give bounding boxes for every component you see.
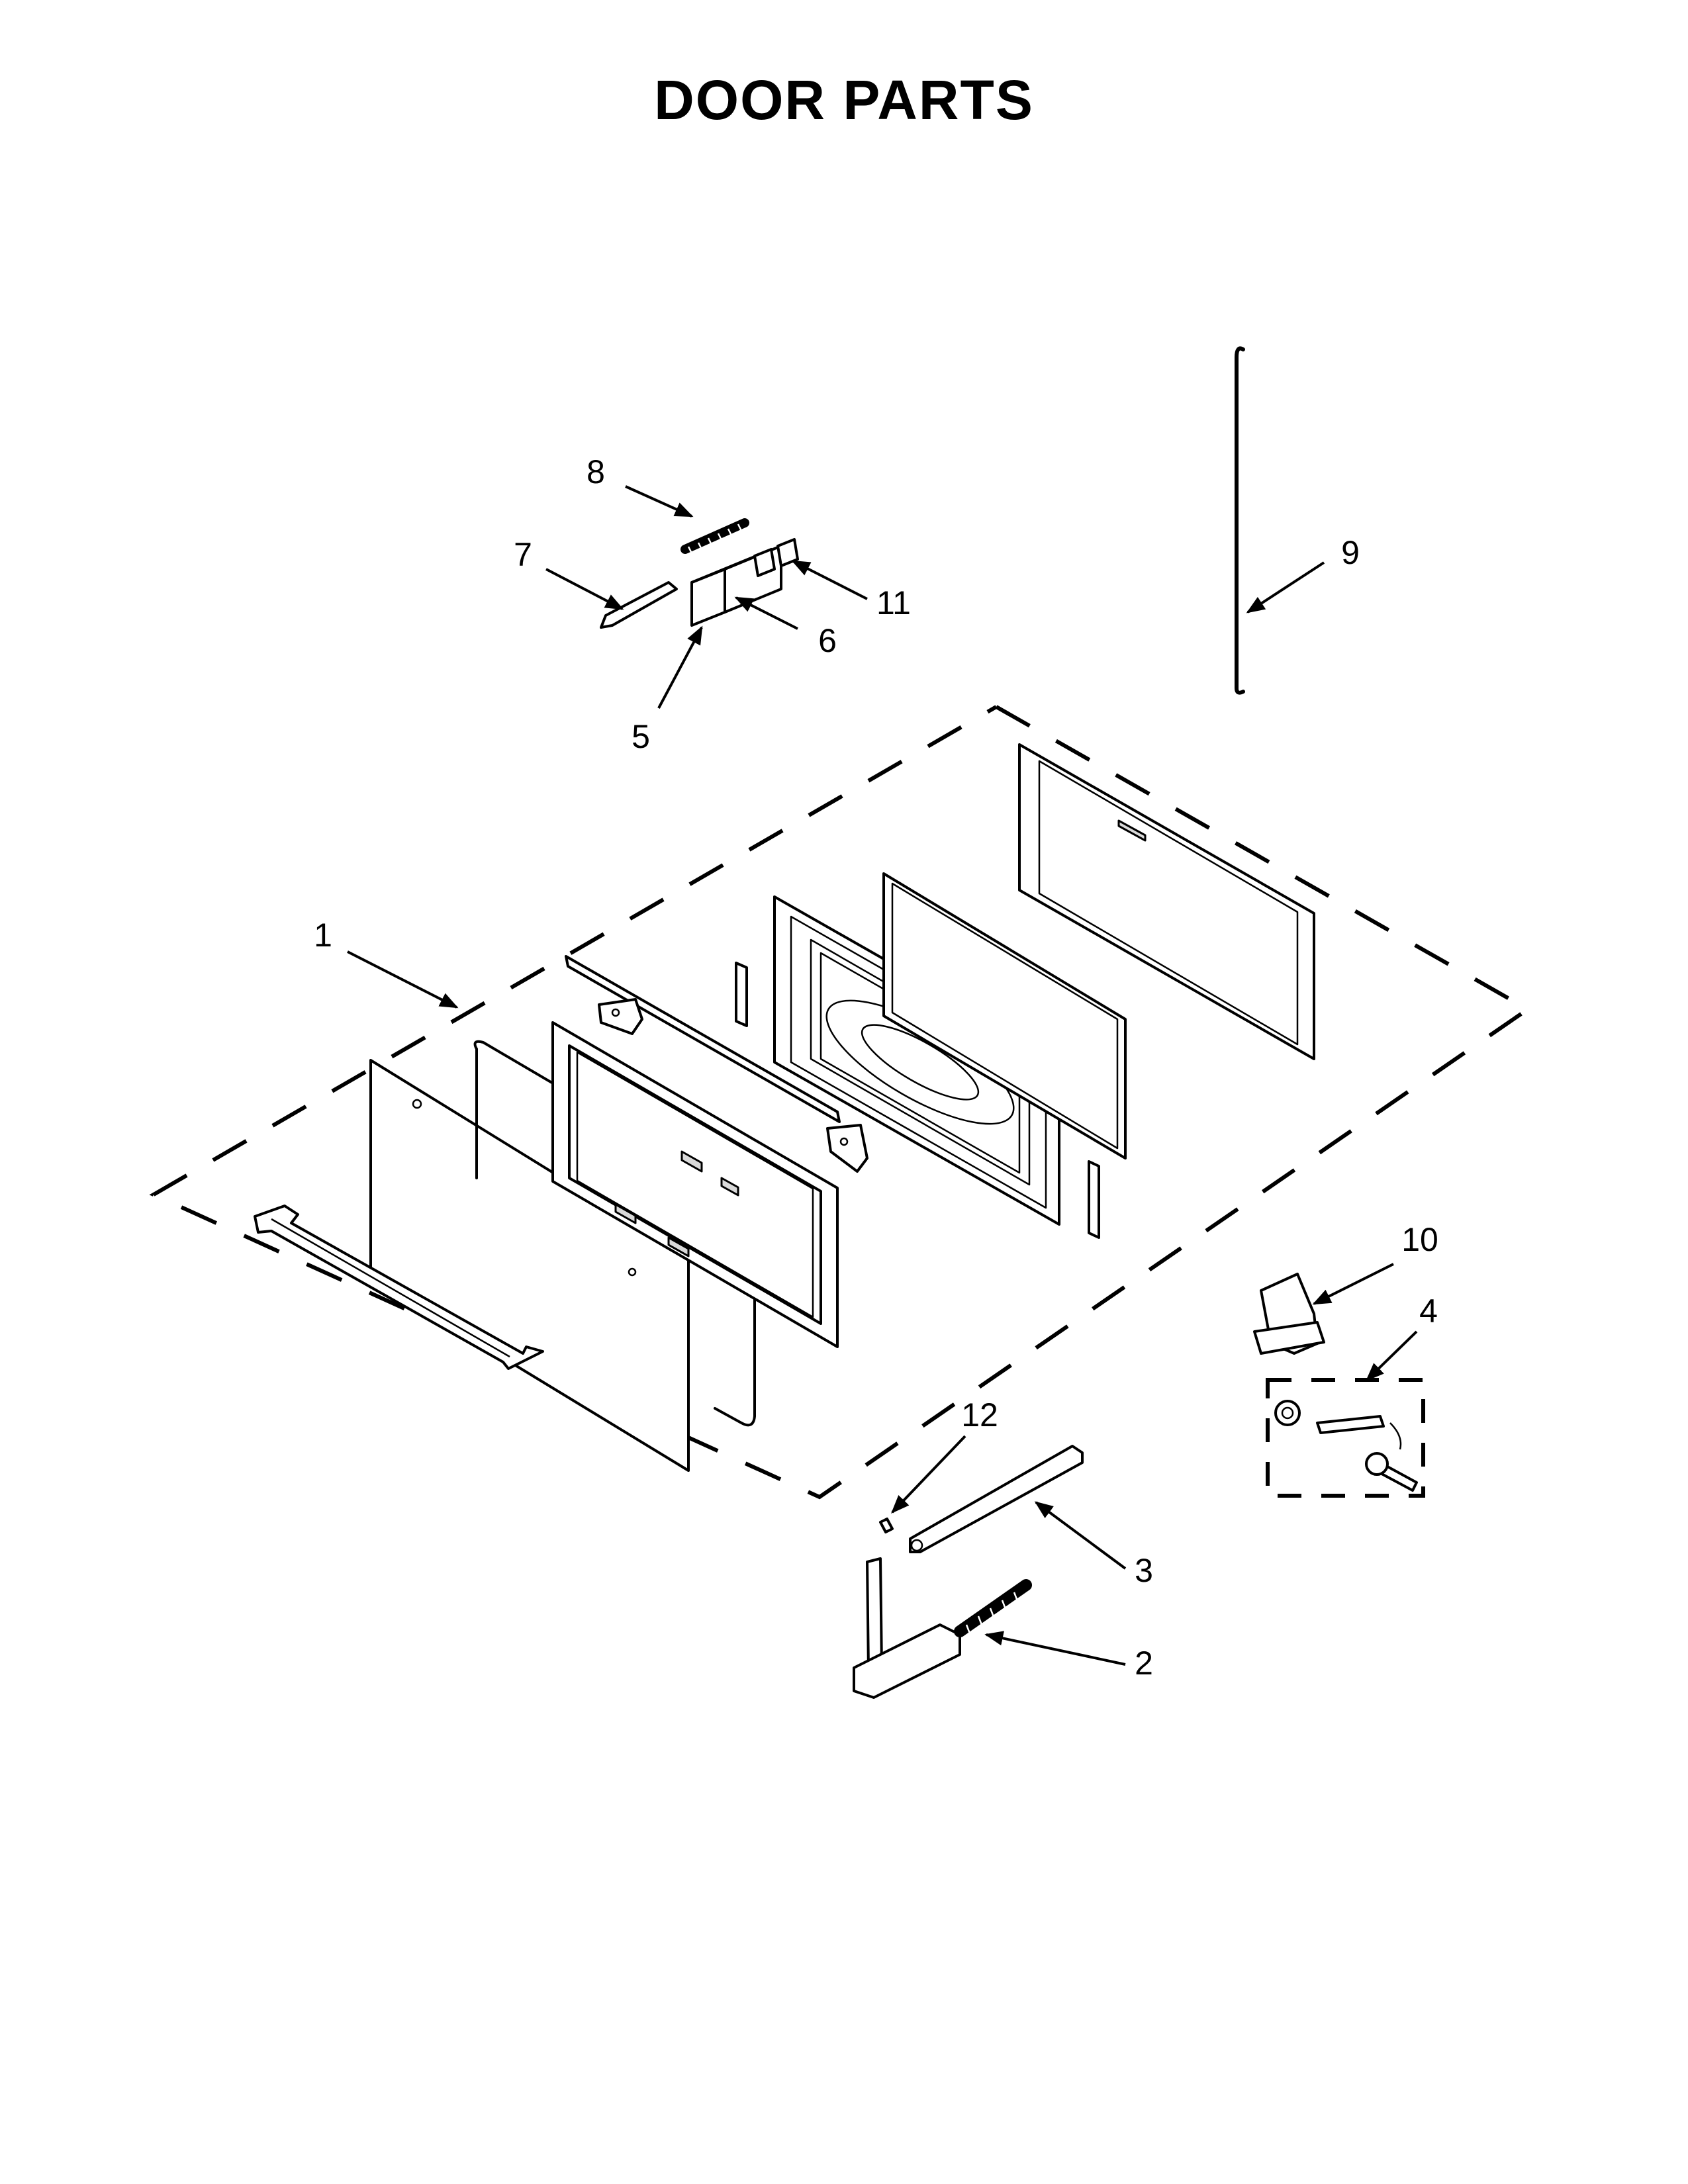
callout-12: 12: [961, 1396, 998, 1433]
door-handle: [254, 1205, 544, 1370]
leader-1: [347, 950, 459, 1009]
page-title: DOOR PARTS: [654, 69, 1034, 131]
leader-7: [545, 568, 624, 610]
callout-9: 9: [1341, 534, 1360, 571]
hinge-screw: [879, 1518, 894, 1533]
leader-9: [1246, 561, 1325, 614]
callout-labels: 1 2 3 4 5 6 7 8 9 10 11 12: [314, 453, 1438, 1682]
right-door-channel: [1088, 1160, 1100, 1239]
leader-6: [734, 596, 798, 630]
latch-arm: [600, 581, 678, 629]
left-door-channel: [735, 962, 748, 1027]
leader-4: [1365, 1330, 1418, 1381]
door-assembly-boundary: [149, 705, 1532, 1500]
callout-2: 2: [1135, 1645, 1153, 1682]
callout-11: 11: [876, 584, 911, 621]
inner-door-glass: [882, 872, 1127, 1160]
latch-switch: [753, 538, 799, 577]
callout-1: 1: [314, 917, 332, 954]
leader-3: [1034, 1501, 1127, 1570]
callout-3: 3: [1135, 1552, 1153, 1589]
callout-7: 7: [514, 536, 532, 573]
inner-door-frame: [551, 1021, 839, 1348]
callout-5: 5: [632, 718, 650, 755]
leader-2: [984, 1631, 1126, 1666]
leader-lines: [347, 485, 1418, 1666]
callout-4: 4: [1419, 1293, 1438, 1330]
right-hinge-bracket: [826, 1124, 868, 1173]
leader-12: [891, 1435, 966, 1514]
hinge-arm-bar: [909, 1445, 1084, 1553]
left-hinge-bracket: [598, 998, 643, 1035]
leader-5: [657, 625, 703, 709]
door-liner: [1018, 743, 1315, 1060]
door-top-trim: [565, 955, 841, 1123]
leader-8: [625, 485, 694, 518]
leader-10: [1312, 1263, 1394, 1305]
callout-10: 10: [1401, 1221, 1438, 1258]
hinge-hardware-kit: [1266, 1378, 1425, 1498]
callout-6: 6: [818, 622, 837, 659]
door-gasket-rod: [1235, 346, 1245, 695]
leader-11: [791, 560, 868, 600]
callout-8: 8: [586, 453, 605, 490]
hinge-receptacle: [1253, 1273, 1325, 1355]
latch-spring: [680, 518, 749, 554]
door-hinge: [853, 1557, 1032, 1699]
